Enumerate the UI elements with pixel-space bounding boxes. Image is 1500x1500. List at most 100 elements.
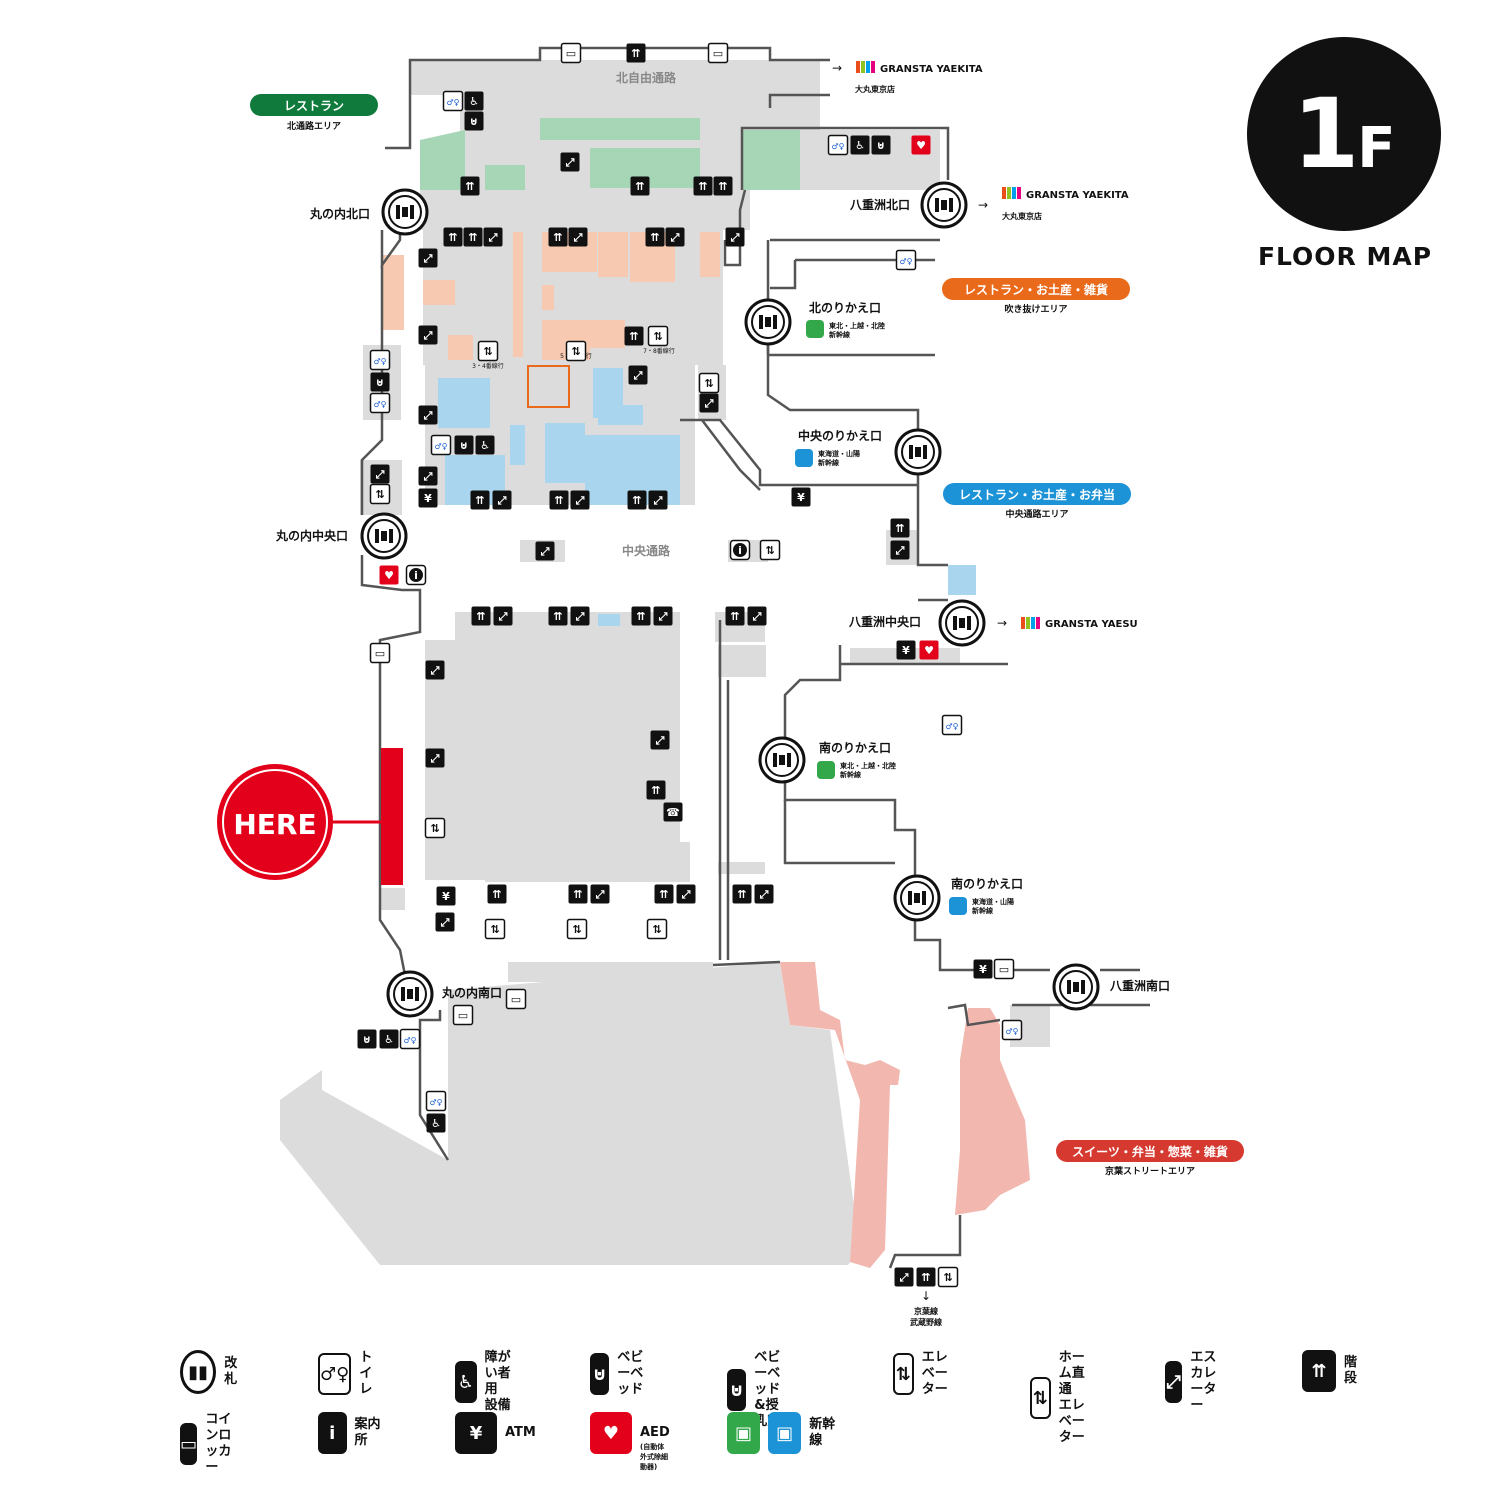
- escalator-icon: ⤢: [418, 325, 438, 345]
- stairs-icon: ⇈: [646, 780, 666, 800]
- escalator-icon: ⤢: [1165, 1361, 1183, 1403]
- svg-text:♿: ♿: [384, 1033, 394, 1046]
- svg-text:♂♀: ♂♀: [403, 1036, 416, 1045]
- toilet-icon: ♂♀: [442, 90, 464, 112]
- legend-item: ⤢エスカレーター: [1165, 1350, 1228, 1414]
- walls: [360, 46, 1150, 1269]
- baby-bed-icon: ⊍: [590, 1353, 610, 1395]
- svg-text:東北・上越・北陸: 東北・上越・北陸: [829, 321, 885, 330]
- svg-text:GRANSTA YAESU: GRANSTA YAESU: [1045, 619, 1138, 630]
- svg-text:新幹線: 新幹線: [829, 330, 850, 339]
- featured-escalator-frame: [527, 365, 570, 408]
- here-marker: HERE: [217, 748, 403, 885]
- svg-text:♥: ♥: [384, 569, 394, 582]
- gate-label-marunouchi-central: 丸の内中央口: [275, 528, 348, 543]
- north-free-passage-floor: [410, 60, 820, 95]
- legend-label: トイレ: [359, 1350, 373, 1397]
- svg-text:京葉線: 京葉線: [914, 1306, 938, 1316]
- atm-icon: ¥: [896, 640, 916, 660]
- escalator-icon: ⤢: [628, 365, 648, 385]
- baby-bed-icon: ⊍: [357, 1029, 377, 1049]
- escalator-icon: ⤢: [535, 541, 555, 561]
- svg-text:⊍: ⊍: [460, 439, 469, 452]
- svg-text:⇅: ⇅: [483, 345, 492, 358]
- escalator-icon: ⤢: [665, 227, 685, 247]
- stairs-icon: ⇈: [654, 884, 674, 904]
- baby-bed-icon: ⊍: [454, 435, 474, 455]
- ticket-gate-icon: [893, 874, 941, 922]
- shops-north-green: [420, 118, 800, 190]
- platform-elevator-icon: ⇅: [646, 918, 668, 940]
- stairs-icon: ⇈: [713, 176, 733, 196]
- elevator-icon: ⇅: [424, 817, 446, 839]
- gate-label-yaesu-north: 八重洲北口: [849, 197, 910, 212]
- svg-text:♂♀: ♂♀: [373, 400, 386, 409]
- svg-text:i: i: [738, 544, 742, 557]
- link-granstay-yaekita-1: → GRANSTA YAEKITA 大丸東京店: [832, 61, 983, 94]
- svg-text:♂♀: ♂♀: [446, 98, 459, 107]
- area-sublabel: 中央通路エリア: [1005, 508, 1068, 520]
- svg-text:♂♀: ♂♀: [1005, 1027, 1018, 1036]
- svg-text:⇅: ⇅: [375, 488, 384, 501]
- svg-text:⇈: ⇈: [659, 888, 668, 901]
- svg-text:⇈: ⇈: [465, 180, 474, 193]
- svg-text:♿: ♿: [480, 439, 490, 452]
- coin-locker-icon: ▭: [707, 42, 729, 64]
- stairs-icon: ⇈: [548, 606, 568, 626]
- legend-label: ATM: [505, 1425, 536, 1440]
- svg-text:⇈: ⇈: [698, 180, 707, 193]
- svg-text:⤢: ⤢: [681, 888, 691, 901]
- ticket-gates-layer: [360, 181, 1100, 1018]
- link-granstay-yaesu: → GRANSTA YAESU: [997, 616, 1138, 630]
- legend-item: ▣▣新幹線: [727, 1412, 840, 1454]
- svg-text:⇅: ⇅: [653, 330, 662, 343]
- svg-text:大丸東京店: 大丸東京店: [1002, 211, 1042, 221]
- area-sublabel: 吹き抜けエリア: [1004, 303, 1067, 315]
- stairs-icon: ⇈: [470, 490, 490, 510]
- svg-text:♂♀: ♂♀: [831, 142, 844, 151]
- svg-text:GRANSTA YAEKITA: GRANSTA YAEKITA: [880, 64, 983, 75]
- stairs-icon: ⇈: [443, 227, 463, 247]
- svg-text:⤢: ⤢: [423, 409, 433, 422]
- facility-icons-layer: ▭ ⇈ ▭ ♂♀ ♿ ⊍ ⤢ ⇈ ⇈ ⇈ ⇈ ♂♀ ♿ ⊍ ♥ ⇈ ⇈ ⤢ ⇈ ⤢ ⇈ ⤢ ⤢ ⤢ ⤢ ⇈ ⇅ ⇅ ⇅ ♂♀ ⤢ ⇅ ⤢ ♂♀ ⊍ ♂…: [357, 42, 1023, 1288]
- gate-label-north-transfer: 北のりかえ口: [809, 300, 881, 315]
- baby-bed-icon: ⊍: [464, 111, 484, 131]
- stairs-icon: ⇈: [487, 884, 507, 904]
- svg-text:⇈: ⇈: [635, 180, 644, 193]
- svg-text:▭: ▭: [375, 647, 385, 660]
- legend-item: ⇅エレベーター: [893, 1350, 956, 1398]
- atm-icon: ¥: [418, 488, 438, 508]
- coin-locker-icon: ▭: [560, 42, 582, 64]
- svg-text:♂♀: ♂♀: [434, 442, 447, 451]
- svg-text:⇅: ⇅: [490, 923, 499, 936]
- baby-bed-icon: ⊍: [871, 135, 891, 155]
- ticket-gate-icon: [920, 181, 968, 229]
- legend-item: ▭コインロッカー: [180, 1412, 243, 1476]
- shinkansen-icon: [817, 761, 835, 779]
- svg-text:⤢: ⤢: [655, 734, 665, 747]
- gate-label-yaesu-central: 八重洲中央口: [848, 614, 921, 629]
- shinkansen-icon: ▣: [727, 1412, 761, 1454]
- legend-item: ♿障がい者用 設備: [455, 1350, 518, 1414]
- svg-text:→: →: [832, 61, 842, 75]
- stairs-icon: ⇈: [463, 227, 483, 247]
- area-restaurant-north: レストラン 北通路エリア: [250, 94, 378, 132]
- toilet-icon: ♂♀: [1001, 1019, 1023, 1041]
- legend-label: エレベーター: [921, 1350, 948, 1397]
- svg-text:⇈: ⇈: [554, 494, 563, 507]
- platform-elevator-icon: ⇅: [477, 340, 499, 362]
- gate-label-marunouchi-south: 丸の内南口: [441, 985, 502, 1000]
- svg-text:⤢: ⤢: [658, 610, 668, 623]
- escalator-icon: ⤢: [560, 152, 580, 172]
- svg-text:⤢: ⤢: [430, 664, 440, 677]
- platform-elevator-icon: ⇅: [566, 918, 588, 940]
- stairs-icon: ⇈: [568, 884, 588, 904]
- svg-text:⤢: ⤢: [430, 752, 440, 765]
- svg-text:⇈: ⇈: [448, 231, 457, 244]
- svg-text:♂♀: ♂♀: [899, 257, 912, 266]
- stairs-icon: ⇈: [549, 490, 569, 510]
- stairs-icon: ⇈: [624, 326, 644, 346]
- svg-text:⤢: ⤢: [423, 329, 433, 342]
- escalator-icon: ⤢: [725, 227, 745, 247]
- platform-elevator-icon: ⇅: [565, 340, 587, 362]
